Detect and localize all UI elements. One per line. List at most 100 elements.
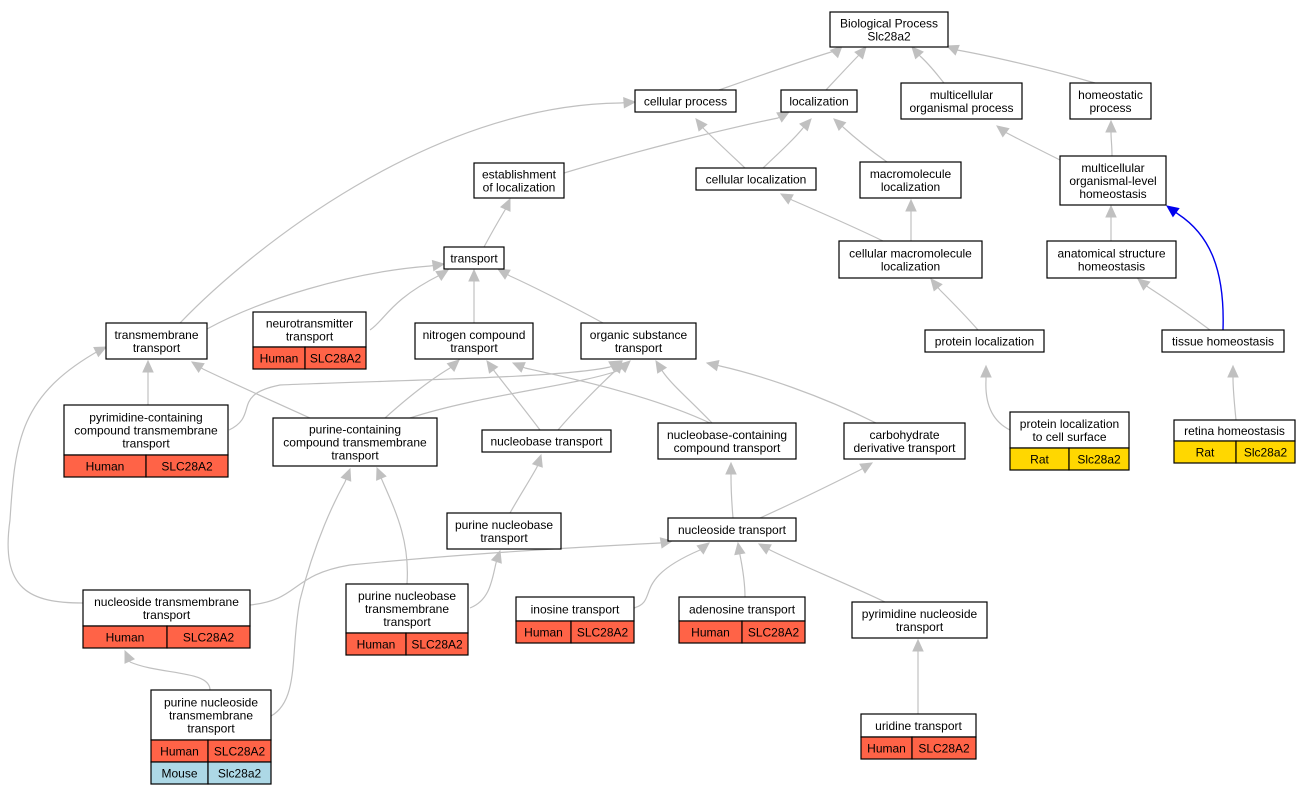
node-label-line: transport xyxy=(143,608,191,622)
node-label-line: to cell surface xyxy=(1032,430,1106,444)
gene-label: SLC28A2 xyxy=(577,625,629,639)
node-cellular_localization[interactable]: cellular localization xyxy=(695,167,817,191)
gene-label: SLC28A2 xyxy=(918,741,970,755)
node-label-line: cellular localization xyxy=(706,172,807,186)
node-label-line: compound transport xyxy=(674,441,781,455)
edge-nucleoside_transmembrane_transport-to-transmembrane_transport xyxy=(7,346,108,604)
node-cellular_process[interactable]: cellular process xyxy=(634,89,737,113)
node-tissue_homeostasis[interactable]: tissue homeostasis xyxy=(1161,329,1285,353)
edge-cellular_macromolecule_localization-to-cellular_localization xyxy=(779,193,884,242)
node-label-line: nucleobase-containing xyxy=(667,428,787,442)
node-label-line: purine nucleobase xyxy=(358,589,456,603)
node-box xyxy=(252,311,367,348)
node-localization[interactable]: localization xyxy=(780,89,858,113)
edge-macromolecule_localization-to-localization xyxy=(833,118,888,163)
node-protein_localization[interactable]: protein localization xyxy=(924,329,1045,353)
edge-purine_containing_compound_transmembrane_transport-to-transmembrane_transport xyxy=(190,361,311,419)
node-purine_nucleobase_transmembrane_transport[interactable]: purine nucleobasetransmembranetransportH… xyxy=(345,583,469,656)
species-label: Rat xyxy=(1030,452,1049,466)
node-box xyxy=(634,89,737,113)
node-label-line: transport xyxy=(187,721,235,735)
edge-cellular_localization-to-cellular_process xyxy=(695,118,746,169)
node-box xyxy=(667,517,797,542)
node-label-line: transport xyxy=(450,251,498,265)
node-label-line: nitrogen compound xyxy=(423,328,526,342)
node-label-line: cellular macromolecule xyxy=(849,246,972,260)
node-label-line: carbohydrate xyxy=(869,428,939,442)
node-label-line: pyrimidine nucleoside xyxy=(862,607,978,621)
node-label-line: cellular process xyxy=(644,94,727,108)
edge-uridine_transport-to-pyrimidine_nucleoside_transport xyxy=(912,638,924,714)
node-label-line: compound transmembrane xyxy=(74,423,218,437)
node-transport[interactable]: transport xyxy=(443,246,505,270)
gene-label: SLC28A2 xyxy=(161,459,213,473)
node-box xyxy=(414,322,534,360)
species-label: Human xyxy=(106,630,145,644)
edge-nucleoside_transmembrane_transport-to-nucleoside_transport xyxy=(249,537,674,606)
node-label-line: transmembrane xyxy=(365,602,449,616)
gene-cell xyxy=(405,632,469,656)
species-label: Mouse xyxy=(161,766,197,780)
node-label-line: organismal process xyxy=(909,101,1013,115)
annotation-row: Human SLC28A2 xyxy=(82,625,251,649)
edge-multicellular_organismal_level_homeostasis-to-multicellular_organismal_process xyxy=(996,125,1061,161)
node-box xyxy=(1059,155,1167,206)
edge-transmembrane_transport-to-cellular_process xyxy=(179,97,637,324)
node-label-line: adenosine transport xyxy=(689,602,796,616)
node-box xyxy=(82,589,251,627)
node-purine_nucleoside_transmembrane_transport[interactable]: purine nucleosidetransmembranetransportH… xyxy=(150,689,272,785)
node-nucleobase_transport[interactable]: nucleobase transport xyxy=(481,429,612,453)
node-label-line: pyrimidine-containing xyxy=(89,410,202,424)
node-box xyxy=(150,689,272,741)
node-label-line: purine nucleobase xyxy=(455,518,553,532)
edge-localization-to-biological_process xyxy=(825,46,867,91)
node-box xyxy=(63,404,229,456)
gene-label: SLC28A2 xyxy=(183,630,235,644)
node-box xyxy=(105,322,208,360)
node-box xyxy=(829,11,949,48)
edge-neurotransmitter_transport-to-transport xyxy=(369,269,450,331)
edge-organic_substance_transport-to-transport xyxy=(496,268,604,324)
node-box xyxy=(678,596,806,622)
node-label-line: transport xyxy=(480,531,528,545)
node-label-line: homeostasis xyxy=(1078,259,1145,273)
node-label-line: multicellular xyxy=(930,88,993,102)
node-label-line: purine nucleoside xyxy=(164,695,258,709)
edge-anatomical_structure_homeostasis-to-multicellular_organismal_level_homeostasis xyxy=(1105,204,1117,241)
edge-purine_containing_compound_transmembrane_transport-to-nitrogen_compound_transport xyxy=(384,359,460,419)
node-label-line: nucleoside transmembrane xyxy=(94,595,239,609)
gene-cell xyxy=(570,620,635,644)
edge-retina_homeostasis-to-tissue_homeostasis xyxy=(1227,364,1239,421)
gene-cell xyxy=(741,620,806,644)
gene-label: SLC28A2 xyxy=(310,351,362,365)
node-box xyxy=(900,82,1023,120)
node-nucleoside_transport[interactable]: nucleoside transport xyxy=(667,517,797,542)
edge-nucleoside_transport-to-carbohydrate_derivative_transport xyxy=(759,462,874,519)
